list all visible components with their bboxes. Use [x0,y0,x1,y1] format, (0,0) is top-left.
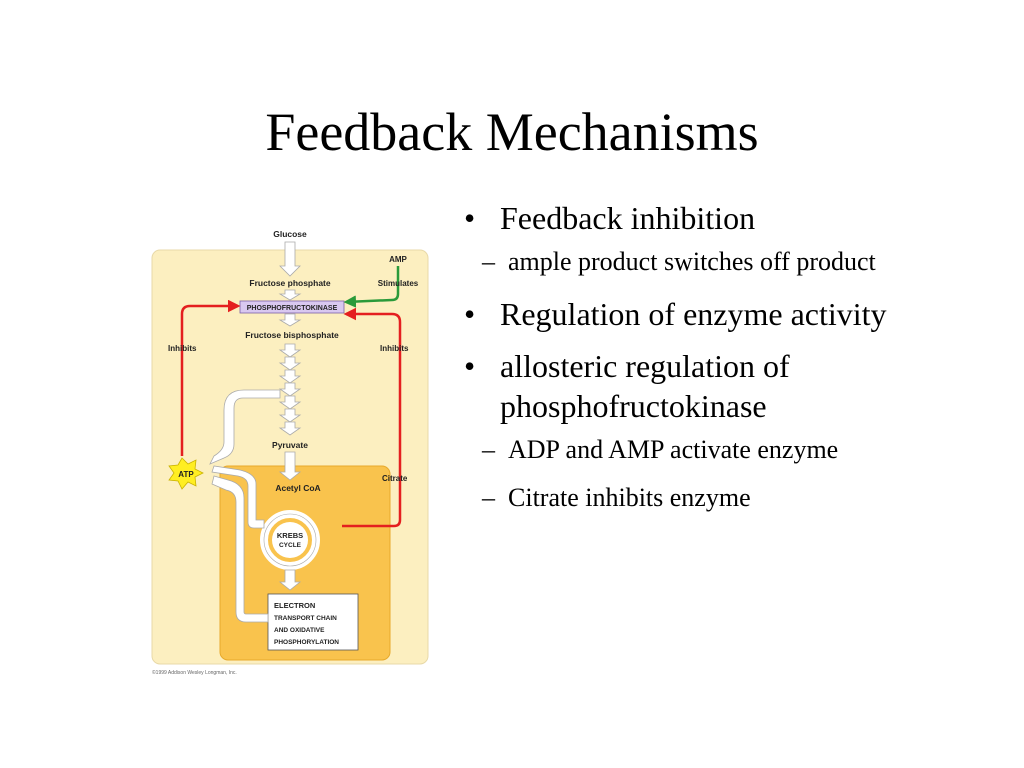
sub-bullet-text: Citrate inhibits enzyme [508,483,751,512]
amp-stimulate-arrow [343,266,400,308]
sub-bullet-dash: – [482,435,495,464]
sub-bullet-list: – ample product switches off product [482,246,1002,278]
atp-star [168,457,204,490]
pyruvate-label: Pyruvate [272,440,308,450]
sub-bullet-dash: – [482,247,495,276]
sub-bullet-ample-product: – ample product switches off product [462,246,1002,278]
fructose-phosphate-label: Fructose phosphate [249,278,331,288]
etc-label-1: ELECTRON [274,601,315,610]
inhibits-right-label: Inhibits [380,344,409,353]
bullet-dot: • [464,200,476,236]
atp-label: ATP [178,470,194,479]
etc-box [267,593,359,651]
glycolysis-arrows [278,343,302,436]
stimulates-label: Stimulates [378,279,419,288]
bullet-dot: • [464,348,476,384]
bullet-text: Feedback inhibition [500,200,756,236]
etc-atp-arrow [211,475,269,623]
sub-bullet-text: ample product switches off product [508,247,876,276]
slide-title: Feedback Mechanisms [265,102,759,162]
inhibits-left-label: Inhibits [168,344,197,353]
bullet-regulation: • Regulation of enzyme activity [462,294,1002,334]
enzyme-label: PHOSPHOFRUCTOKINASE [247,305,338,312]
glucose-arrow [279,241,301,277]
etc-label-3: AND OXIDATIVE [274,627,325,634]
fructose-bisphosphate-label: Fructose bisphosphate [245,330,339,340]
amp-label: AMP [389,255,407,264]
bullet-feedback-inhibition: • Feedback inhibition – ample product sw… [462,198,1002,278]
glycolysis-atp-arrow [209,389,281,465]
citrate-label: Citrate [382,474,408,483]
enzyme-arrow [278,313,302,327]
sub-bullet-text: ADP and AMP activate enzyme [508,435,839,464]
sub-bullet-adp-amp: – ADP and AMP activate enzyme [462,434,1002,466]
krebs-label-1: KREBS [277,531,303,540]
acetyl-coa-label: Acetyl CoA [275,483,320,493]
sub-bullet-citrate: – Citrate inhibits enzyme [462,482,1002,514]
metabolism-feedback-diagram: Glucose Fructose phosphate PHOSPHOFRUCTO… [148,222,438,682]
sub-bullet-list: – ADP and AMP activate enzyme – Citrate … [482,434,1002,514]
etc-label-2: TRANSPORT CHAIN [274,615,337,622]
atp-inhibit-arrow [180,299,241,456]
bullet-text: allosteric regulation of phosphofructoki… [500,348,790,424]
pyruvate-arrow [278,451,302,481]
citrate-inhibit-arrow [342,307,402,528]
bullet-dot: • [464,296,476,332]
sub-bullet-dash: – [482,483,495,512]
bullet-allosteric: • allosteric regulation of phosphofructo… [462,346,1002,514]
glucose-label: Glucose [273,229,307,239]
copyright-text: ©1999 Addison Wesley Longman, Inc. [152,669,237,676]
bullet-text: Regulation of enzyme activity [500,296,887,332]
etc-label-4: PHOSPHORYLATION [274,639,339,646]
bullet-list: • Feedback inhibition – ample product sw… [462,198,1002,530]
krebs-label-2: CYCLE [279,542,302,549]
krebs-arrow [278,569,302,591]
fp-arrow [278,289,302,301]
krebs-atp-arrow [211,465,265,529]
